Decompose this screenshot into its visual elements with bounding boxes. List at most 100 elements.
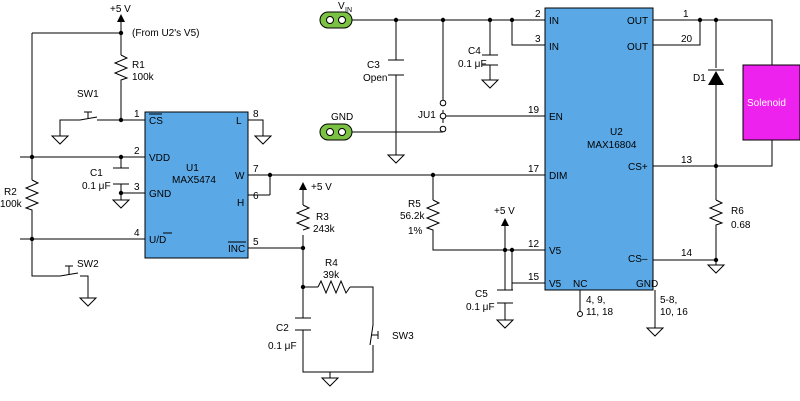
junction-dot <box>300 245 306 251</box>
svg-text:+5 V: +5 V <box>494 206 515 217</box>
svg-text:U1: U1 <box>186 163 199 174</box>
ground-symbol-u2 <box>645 327 665 337</box>
junction-dot <box>440 17 446 23</box>
junction-dot <box>509 247 515 253</box>
terminal-vin[interactable]: V IN <box>319 1 353 29</box>
capacitor-c5: C5 0.1 μF <box>466 289 513 313</box>
svg-text:(From U2's V5): (From U2's V5) <box>132 28 199 39</box>
jumper-ju1: JU1 <box>418 99 452 133</box>
svg-text:14: 14 <box>681 248 693 259</box>
svg-text:NC: NC <box>573 279 587 290</box>
svg-text:3: 3 <box>134 182 140 193</box>
ground-symbol-sw2 <box>78 297 98 307</box>
svg-text:IN: IN <box>345 7 352 14</box>
diode-d1: D1 <box>693 69 724 98</box>
junction-dot <box>118 30 124 36</box>
ground-symbol-r6 <box>706 264 726 274</box>
svg-text:V: V <box>338 1 345 12</box>
junction-dot <box>713 17 719 23</box>
svg-text:W: W <box>235 171 245 182</box>
svg-text:EN: EN <box>549 112 563 123</box>
svg-text:6: 6 <box>253 191 259 202</box>
ground-symbol-c5 <box>495 319 515 329</box>
supply-arrow-top: +5 V (From U2's V5) <box>110 4 199 39</box>
junction-dot <box>502 247 508 253</box>
svg-text:C3: C3 <box>367 60 380 71</box>
svg-text:OUT: OUT <box>627 42 648 53</box>
svg-text:0.1 μF: 0.1 μF <box>458 59 487 70</box>
ground-symbol-c4 <box>480 79 500 89</box>
junction-dot <box>118 117 124 123</box>
u1-chip: U1 MAX5474 1 CS 2 VDD 3 GND 4 U/D 8 L 7 … <box>134 109 259 259</box>
junction-dot <box>29 154 35 160</box>
supply-arrow-r3: +5 V <box>299 182 332 195</box>
capacitor-c1: C1 0.1 μF <box>82 167 129 192</box>
ground-symbol-c3 <box>386 154 406 164</box>
capacitor-c3: C3 Open <box>363 59 404 84</box>
svg-text:3: 3 <box>535 34 541 45</box>
svg-text:H: H <box>237 198 244 209</box>
svg-text:11, 18: 11, 18 <box>586 307 613 318</box>
u2-chip: U2 MAX16804 2 IN 3 IN 19 EN 17 DIM 12 V5… <box>528 7 693 291</box>
supply-arrow-v5: +5 V <box>494 206 515 226</box>
svg-text:GND: GND <box>331 112 353 123</box>
svg-text:12: 12 <box>528 239 540 250</box>
svg-text:V5: V5 <box>549 279 562 290</box>
capacitor-c4: C4 0.1 μF <box>458 46 498 70</box>
svg-text:L: L <box>236 116 242 127</box>
svg-text:MAX5474: MAX5474 <box>172 175 216 186</box>
svg-text:39k: 39k <box>323 270 340 281</box>
svg-text:U/D: U/D <box>149 235 166 246</box>
svg-text:CS–: CS– <box>628 254 648 265</box>
junction-dot <box>430 172 436 178</box>
ground-symbol-c1 <box>111 199 131 209</box>
svg-text:7: 7 <box>253 164 259 175</box>
wires <box>20 19 773 373</box>
svg-text:2: 2 <box>134 146 140 157</box>
svg-text:INC: INC <box>228 244 245 255</box>
svg-text:0.68: 0.68 <box>731 220 751 231</box>
svg-text:Open: Open <box>363 73 387 84</box>
junction-dots <box>29 17 719 290</box>
svg-text:R1: R1 <box>132 60 145 71</box>
svg-text:GND: GND <box>149 189 171 200</box>
svg-text:D1: D1 <box>693 73 706 84</box>
svg-text:10, 16: 10, 16 <box>660 307 688 318</box>
svg-text:R6: R6 <box>731 206 744 217</box>
svg-text:100k: 100k <box>0 199 23 210</box>
resistor-r2: R2 100k <box>0 179 40 215</box>
switch-sw1: SW1 <box>77 89 99 121</box>
svg-text:MAX16804: MAX16804 <box>587 140 637 151</box>
junction-dot <box>713 163 719 169</box>
svg-text:U2: U2 <box>610 127 623 138</box>
junction-dot <box>29 236 35 242</box>
svg-text:C2: C2 <box>276 323 289 334</box>
u2-gnd-pins: 5-8, 10, 16 <box>660 295 688 318</box>
svg-text:SW2: SW2 <box>77 259 99 270</box>
switch-sw3: SW3 <box>369 324 414 346</box>
svg-text:R3: R3 <box>316 212 329 223</box>
svg-text:56.2k: 56.2k <box>400 211 425 222</box>
svg-text:+5 V: +5 V <box>311 182 332 193</box>
ground-symbol-c2 <box>320 372 340 387</box>
svg-text:1: 1 <box>683 9 689 20</box>
svg-text:DIM: DIM <box>549 171 567 182</box>
svg-text:R2: R2 <box>4 187 17 198</box>
svg-text:1: 1 <box>134 109 140 120</box>
svg-text:0.1 μF: 0.1 μF <box>466 302 495 313</box>
svg-text:20: 20 <box>681 34 693 45</box>
svg-text:R4: R4 <box>325 258 338 269</box>
svg-text:C4: C4 <box>468 46 481 57</box>
svg-text:5-8,: 5-8, <box>660 295 677 306</box>
svg-text:V5: V5 <box>549 246 562 257</box>
switch-sw2: SW2 <box>59 259 99 277</box>
svg-text:5: 5 <box>253 237 259 248</box>
solenoid: Solenoid <box>742 64 800 141</box>
svg-text:Solenoid: Solenoid <box>747 98 786 109</box>
terminal-gnd[interactable]: GND <box>319 112 353 141</box>
svg-text:CS: CS <box>149 116 163 127</box>
svg-text:15: 15 <box>528 272 540 283</box>
svg-text:CS+: CS+ <box>628 162 648 173</box>
svg-text:100k: 100k <box>132 72 155 83</box>
